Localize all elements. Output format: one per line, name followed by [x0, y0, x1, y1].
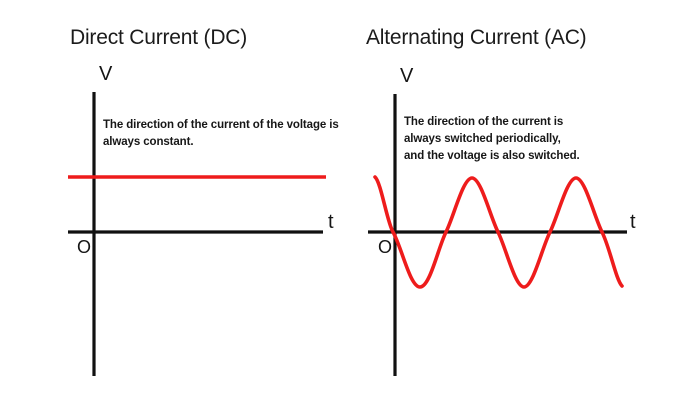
ac-voltage-trace [373, 175, 624, 289]
ac-axis-label-t: t [630, 211, 636, 233]
dc-note-line-1: The direction of the current of the volt… [103, 119, 339, 131]
dc-axis-label-t: t [328, 211, 334, 233]
panel-title-dc: Direct Current (DC) [70, 26, 248, 49]
ac-axis-label-v: V [400, 65, 414, 87]
ac-note-line-1: The direction of the current is [404, 116, 564, 128]
ac-note-line-3: and the voltage is also switched. [404, 150, 580, 162]
ac-note-line-2: always switched periodically, [404, 133, 561, 145]
dc-axis-label-v: V [99, 63, 113, 85]
dc-note-line-2: always constant. [103, 136, 194, 148]
dc-plot [68, 92, 326, 376]
ac-plot [368, 94, 627, 376]
panel-alternating-current: Alternating Current (AC) V t O The direc… [350, 0, 700, 400]
panel-title-ac: Alternating Current (AC) [366, 26, 587, 49]
dc-origin-label: O [77, 237, 92, 257]
panel-direct-current: Direct Current (DC) V t O The direction … [68, 26, 339, 376]
ac-origin-label: O [378, 237, 393, 257]
